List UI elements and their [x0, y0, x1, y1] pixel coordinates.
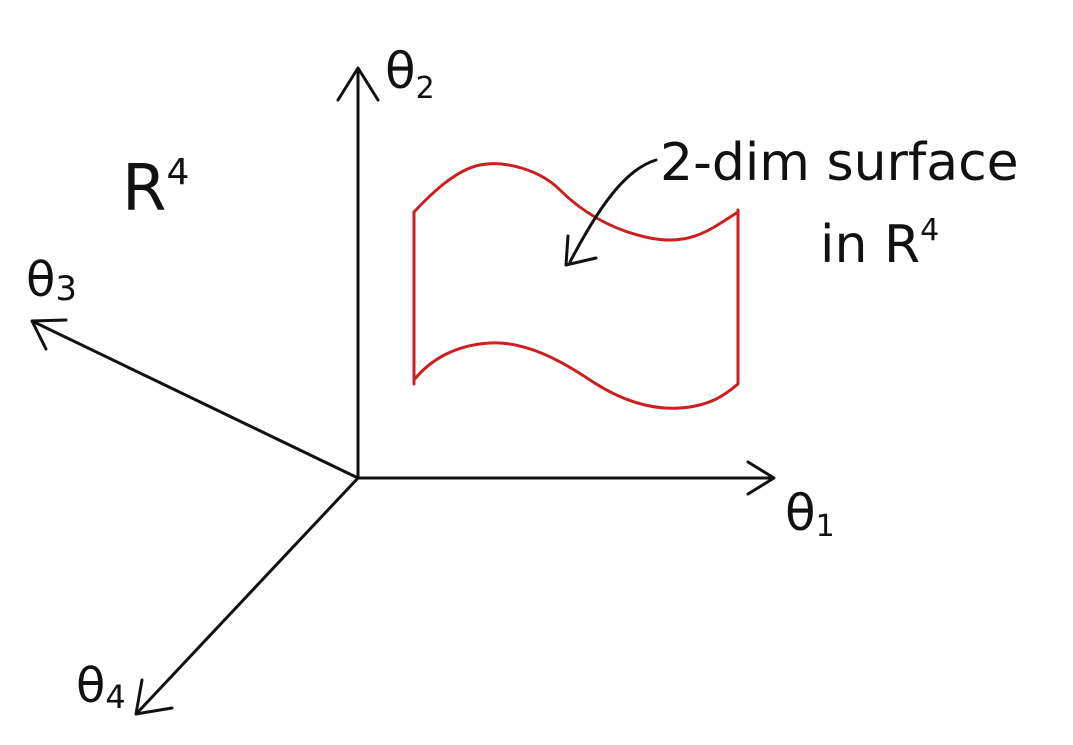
surface-bottom-edge: [412, 341, 740, 410]
annotation-arrow-shaft: [568, 158, 658, 264]
annotation-arrow-head: [564, 234, 598, 267]
axis-label-theta4: θ4: [76, 658, 126, 716]
surface-top-edge: [412, 162, 740, 242]
space-label-r4: R4: [122, 152, 189, 226]
axis-theta2-arrowhead: [336, 66, 380, 102]
surface-2d: [412, 162, 740, 410]
axis-theta4: [136, 476, 360, 714]
axis-theta1-arrowhead: [746, 460, 776, 496]
axis-theta3-arrowhead: [30, 318, 68, 351]
axes: [30, 66, 776, 716]
annotation-arrow: [564, 158, 658, 267]
axis-theta3: [32, 320, 360, 480]
axis-label-theta1: θ1: [785, 484, 835, 544]
annotation-line-2: in R4: [820, 213, 939, 275]
axis-label-theta2: θ2: [385, 42, 435, 106]
axis-label-theta3: θ3: [26, 252, 77, 309]
axis-theta4-arrowhead: [134, 678, 174, 716]
annotation-line-1: 2-dim surface: [660, 133, 1019, 193]
